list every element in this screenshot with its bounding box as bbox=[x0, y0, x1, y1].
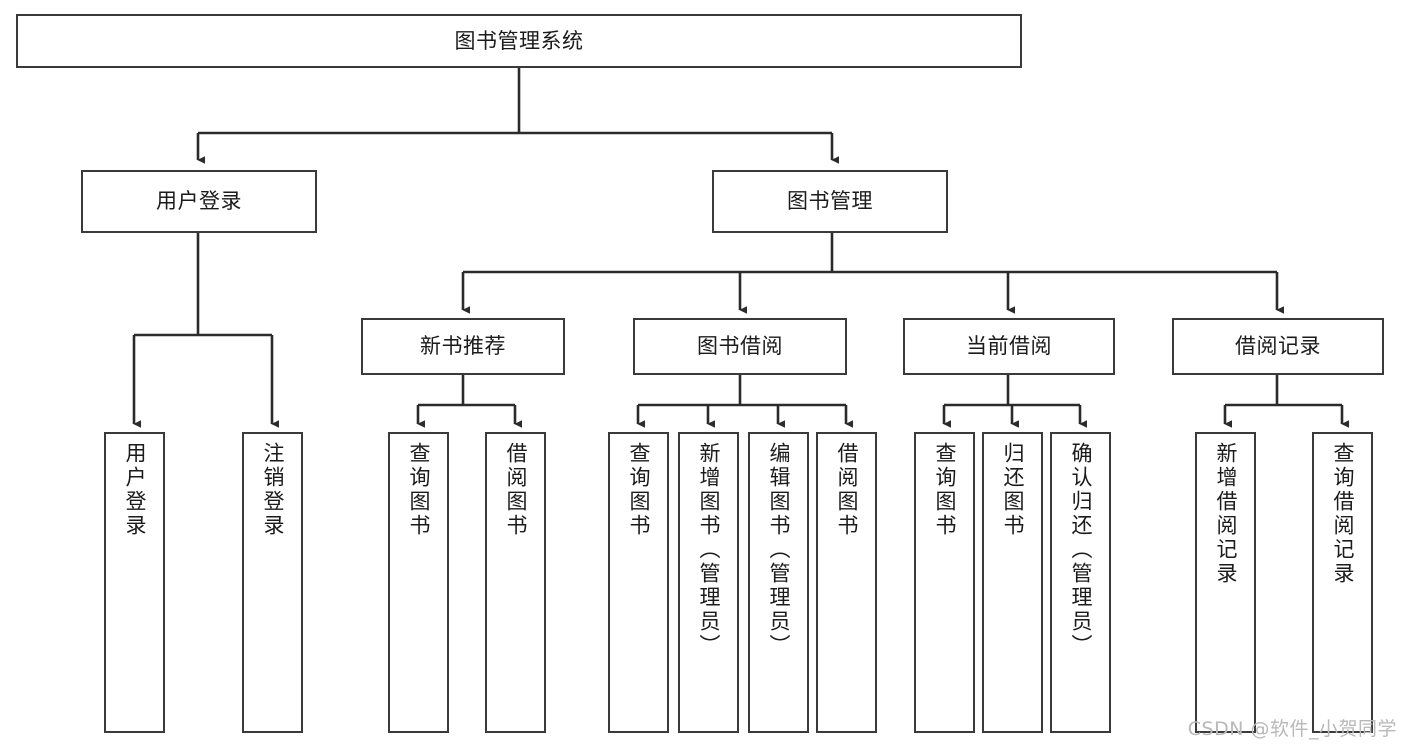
node-leaf-borrow-book-1-label: 借阅图书 bbox=[504, 442, 528, 538]
node-borrow-record[interactable]: 借阅记录 bbox=[1172, 318, 1384, 375]
node-leaf-query-book-1-label: 查询图书 bbox=[407, 442, 431, 538]
node-leaf-query-book-2-label: 查询图书 bbox=[627, 442, 651, 538]
node-leaf-add-record-label: 新增借阅记录 bbox=[1214, 442, 1238, 586]
node-leaf-edit-book[interactable]: 编辑图书（管理员） bbox=[748, 432, 809, 733]
node-leaf-add-book[interactable]: 新增图书（管理员） bbox=[678, 432, 739, 733]
node-leaf-logout-login[interactable]: 注销登录 bbox=[242, 432, 303, 733]
node-leaf-add-book-label: 新增图书（管理员） bbox=[697, 442, 721, 658]
watermark-text: CSDN @软件_小贺同学 bbox=[1187, 718, 1397, 740]
node-borrow-record-label: 借阅记录 bbox=[1235, 334, 1321, 359]
node-leaf-user-login[interactable]: 用户登录 bbox=[104, 432, 165, 733]
node-book-manage-label: 图书管理 bbox=[787, 189, 873, 214]
node-leaf-confirm-return[interactable]: 确认归还（管理员） bbox=[1050, 432, 1111, 733]
node-new-book-recommend-label: 新书推荐 bbox=[420, 334, 506, 359]
node-leaf-user-login-label: 用户登录 bbox=[123, 442, 147, 538]
node-new-book-recommend[interactable]: 新书推荐 bbox=[361, 318, 565, 375]
node-leaf-query-record[interactable]: 查询借阅记录 bbox=[1312, 432, 1373, 733]
node-leaf-query-record-label: 查询借阅记录 bbox=[1331, 442, 1355, 586]
node-leaf-query-book-3-label: 查询图书 bbox=[933, 442, 957, 538]
node-book-borrow-label: 图书借阅 bbox=[697, 334, 783, 359]
node-root[interactable]: 图书管理系统 bbox=[16, 14, 1022, 68]
node-book-manage[interactable]: 图书管理 bbox=[712, 170, 948, 233]
node-leaf-borrow-book-2[interactable]: 借阅图书 bbox=[816, 432, 877, 733]
node-leaf-query-book-2[interactable]: 查询图书 bbox=[608, 432, 669, 733]
node-leaf-return-book-label: 归还图书 bbox=[1001, 442, 1025, 538]
node-leaf-edit-book-label: 编辑图书（管理员） bbox=[767, 442, 791, 658]
node-current-borrow-label: 当前借阅 bbox=[966, 334, 1052, 359]
node-root-label: 图书管理系统 bbox=[454, 28, 584, 53]
node-user-login[interactable]: 用户登录 bbox=[81, 170, 317, 233]
node-leaf-confirm-return-label: 确认归还（管理员） bbox=[1069, 442, 1093, 658]
node-leaf-logout-login-label: 注销登录 bbox=[261, 442, 285, 538]
node-user-login-label: 用户登录 bbox=[156, 189, 242, 214]
node-leaf-return-book[interactable]: 归还图书 bbox=[982, 432, 1043, 733]
node-leaf-query-book-1[interactable]: 查询图书 bbox=[388, 432, 449, 733]
node-book-borrow[interactable]: 图书借阅 bbox=[633, 318, 847, 375]
node-leaf-add-record[interactable]: 新增借阅记录 bbox=[1195, 432, 1256, 733]
node-current-borrow[interactable]: 当前借阅 bbox=[903, 318, 1115, 375]
node-leaf-borrow-book-2-label: 借阅图书 bbox=[835, 442, 859, 538]
node-leaf-query-book-3[interactable]: 查询图书 bbox=[914, 432, 975, 733]
node-leaf-borrow-book-1[interactable]: 借阅图书 bbox=[485, 432, 546, 733]
